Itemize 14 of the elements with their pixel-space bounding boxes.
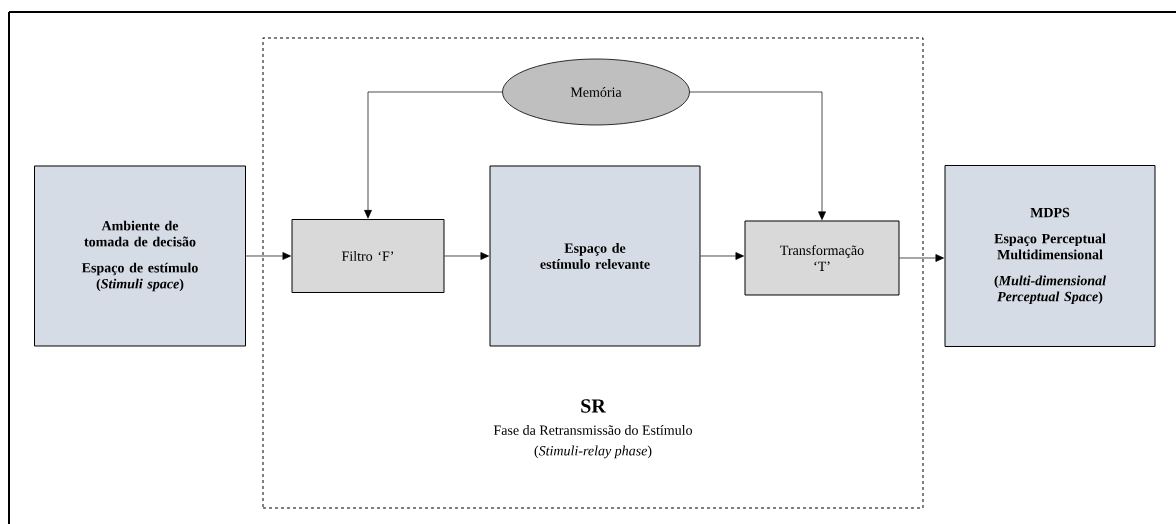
process-box: Transformação ‘T’ — [744, 220, 900, 296]
process-box: Filtro ‘F’ — [291, 219, 445, 293]
arrow — [245, 252, 291, 260]
arrow — [364, 91, 503, 219]
process-box: Espaço de estímulo relevante — [489, 165, 701, 347]
region-label: SR — [581, 399, 606, 413]
arrow — [689, 91, 826, 220]
arrow — [700, 252, 744, 260]
arrow — [444, 252, 489, 260]
region-label: Fase da Retransmissão do Estímulo — [493, 425, 693, 435]
process-box: Ambiente de tomada de decisão Espaço de estímulo (Stimuli space) — [34, 165, 246, 347]
process-box: MDPS Espaço Perceptual Multidimensional (Multi-dimensional Perceptual Space) — [944, 165, 1156, 347]
arrow — [899, 254, 944, 262]
region-label: (Stimuli-relay phase) — [534, 445, 652, 459]
